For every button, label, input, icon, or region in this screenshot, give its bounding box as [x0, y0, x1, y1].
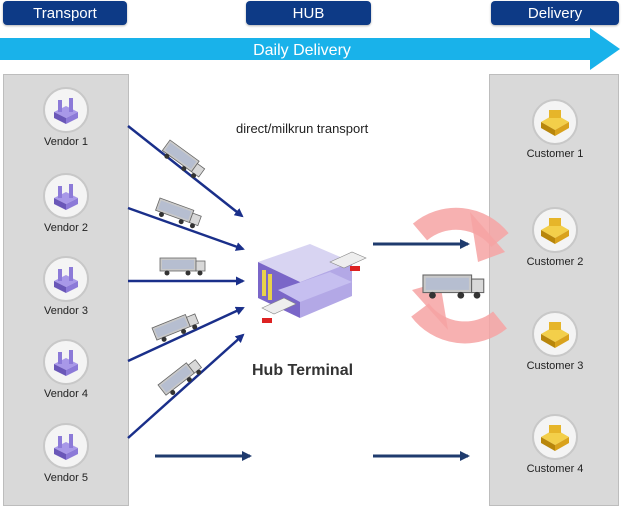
delivery-cycle-icon [411, 207, 509, 344]
vendor-node: Vendor 5 [16, 422, 116, 484]
package-icon [532, 311, 578, 357]
factory-icon [43, 339, 89, 385]
customer-label: Customer 1 [526, 148, 584, 160]
header-transport: Transport [3, 1, 127, 25]
factory-icon [43, 423, 89, 469]
package-icon [532, 99, 578, 145]
customer-label: Customer 3 [526, 360, 584, 372]
vendor-label: Vendor 4 [43, 388, 89, 400]
vendor-label: Vendor 2 [43, 222, 89, 234]
truck-icon [159, 257, 206, 276]
hub-label: Hub Terminal [252, 362, 354, 379]
customer-label: Customer 2 [526, 256, 584, 268]
vendor-label: Vendor 1 [43, 136, 89, 148]
vendor-node: Vendor 4 [16, 338, 116, 400]
customer-node: Customer 2 [505, 206, 605, 268]
package-icon [532, 414, 578, 460]
truck-icon [422, 274, 485, 300]
hub-building-icon [258, 244, 367, 323]
customer-node: Customer 1 [505, 98, 605, 160]
truck-icon [157, 356, 205, 400]
factory-icon [43, 173, 89, 219]
vendor-node: Vendor 2 [16, 172, 116, 234]
vendor-label: Vendor 3 [43, 305, 89, 317]
flow-arrow [127, 125, 244, 218]
factory-icon [43, 87, 89, 133]
package-icon [532, 207, 578, 253]
factory-icon [43, 256, 89, 302]
vendor-node: Vendor 1 [16, 86, 116, 148]
customer-node: Customer 3 [505, 310, 605, 372]
header-delivery: Delivery [491, 1, 619, 25]
header-hub: HUB [246, 1, 371, 25]
daily-delivery-banner: Daily Delivery [0, 28, 620, 70]
banner-text: Daily Delivery [253, 42, 351, 59]
transport-label: direct/milkrun transport [236, 121, 369, 136]
flow-arrow [127, 333, 245, 439]
vendor-label: Vendor 5 [43, 472, 89, 484]
flow-arrow [127, 306, 245, 363]
flow-arrow [127, 206, 245, 251]
truck-icon [159, 139, 207, 182]
customer-node: Customer 4 [505, 413, 605, 475]
customer-label: Customer 4 [526, 463, 584, 475]
vendor-node: Vendor 3 [16, 255, 116, 317]
